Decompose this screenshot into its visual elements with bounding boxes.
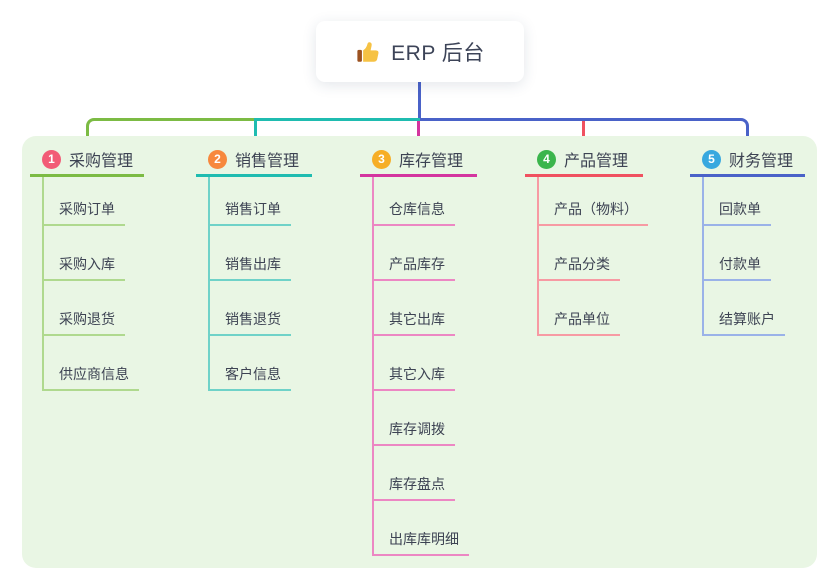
child-node-label: 采购订单	[59, 201, 115, 217]
child-node[interactable]: 库存盘点	[374, 446, 455, 501]
branch-heading[interactable]: 1 采购管理	[30, 149, 144, 177]
branches-panel	[22, 136, 817, 568]
branch-heading[interactable]: 5 财务管理	[690, 149, 805, 177]
branch-label: 产品管理	[564, 153, 629, 170]
branch-number-badge: 1	[42, 149, 61, 169]
thumbs-up-icon	[355, 39, 381, 65]
child-node[interactable]: 采购入库	[44, 226, 125, 281]
connector-drop-magenta	[417, 121, 420, 147]
branch-number-badge: 2	[208, 149, 227, 169]
child-node[interactable]: 销售出库	[210, 226, 291, 281]
child-node[interactable]: 产品单位	[539, 281, 620, 336]
branch-children: 采购订单 采购入库 采购退货 供应商信息	[42, 177, 144, 391]
branch-label: 库存管理	[399, 153, 464, 170]
branch-children: 销售订单 销售出库 销售退货 客户信息	[208, 177, 312, 391]
branch-number-badge: 5	[702, 149, 721, 169]
child-node-label: 仓库信息	[389, 201, 445, 217]
connector-teal	[254, 118, 420, 148]
root-node[interactable]: ERP 后台	[316, 21, 524, 82]
branch-inventory: 3 库存管理 仓库信息 产品库存 其它出库 其它入库 库存调拨 库存盘点 出库库…	[360, 149, 477, 556]
branch-label: 财务管理	[729, 153, 794, 170]
branch-product: 4 产品管理 产品（物料） 产品分类 产品单位	[525, 149, 648, 336]
child-node[interactable]: 客户信息	[210, 336, 291, 391]
child-node-label: 采购退货	[59, 311, 115, 327]
child-node-label: 库存盘点	[389, 476, 445, 492]
child-node[interactable]: 付款单	[704, 226, 771, 281]
child-node-label: 产品分类	[554, 256, 610, 272]
child-node-label: 供应商信息	[59, 366, 129, 382]
child-node-label: 结算账户	[719, 311, 775, 327]
branch-heading[interactable]: 2 销售管理	[196, 149, 312, 177]
child-node-label: 产品库存	[389, 256, 445, 272]
child-node[interactable]: 结算账户	[704, 281, 785, 336]
branch-heading[interactable]: 3 库存管理	[360, 149, 477, 177]
child-node[interactable]: 采购退货	[44, 281, 125, 336]
child-node-label: 产品（物料）	[554, 201, 638, 217]
branch-number-badge: 4	[537, 149, 556, 169]
child-node[interactable]: 销售退货	[210, 281, 291, 336]
root-node-label: ERP 后台	[391, 41, 485, 65]
child-node-label: 付款单	[719, 256, 761, 272]
child-node-label: 其它入库	[389, 366, 445, 382]
child-node[interactable]: 销售订单	[210, 177, 291, 226]
child-node-label: 回款单	[719, 201, 761, 217]
branch-children: 回款单 付款单 结算账户	[702, 177, 805, 336]
child-node-label: 出库库明细	[389, 531, 459, 547]
child-node-label: 采购入库	[59, 256, 115, 272]
connector-green	[86, 118, 254, 148]
child-node[interactable]: 供应商信息	[44, 336, 139, 391]
connector-blue	[420, 118, 749, 148]
branch-label: 采购管理	[69, 153, 134, 170]
child-node[interactable]: 其它入库	[374, 336, 455, 391]
branch-sales: 2 销售管理 销售订单 销售出库 销售退货 客户信息	[196, 149, 312, 391]
child-node[interactable]: 库存调拨	[374, 391, 455, 446]
branch-children: 产品（物料） 产品分类 产品单位	[537, 177, 648, 336]
child-node-label: 销售退货	[225, 311, 281, 327]
child-node[interactable]: 仓库信息	[374, 177, 455, 226]
branch-number-badge: 3	[372, 149, 391, 169]
child-node-label: 产品单位	[554, 311, 610, 327]
child-node-label: 客户信息	[225, 366, 281, 382]
child-node[interactable]: 产品（物料）	[539, 177, 648, 226]
connector-drop-red	[582, 121, 585, 147]
child-node[interactable]: 产品库存	[374, 226, 455, 281]
child-node[interactable]: 采购订单	[44, 177, 125, 226]
branch-finance: 5 财务管理 回款单 付款单 结算账户	[690, 149, 805, 336]
branch-children: 仓库信息 产品库存 其它出库 其它入库 库存调拨 库存盘点 出库库明细	[372, 177, 477, 556]
child-node[interactable]: 产品分类	[539, 226, 620, 281]
child-node[interactable]: 回款单	[704, 177, 771, 226]
child-node[interactable]: 出库库明细	[374, 501, 469, 556]
root-stem-line	[418, 81, 421, 119]
child-node-label: 销售出库	[225, 256, 281, 272]
child-node[interactable]: 其它出库	[374, 281, 455, 336]
child-node-label: 其它出库	[389, 311, 445, 327]
child-node-label: 库存调拨	[389, 421, 445, 437]
child-node-label: 销售订单	[225, 201, 281, 217]
branch-label: 销售管理	[235, 153, 300, 170]
branch-purchase: 1 采购管理 采购订单 采购入库 采购退货 供应商信息	[30, 149, 144, 391]
branch-heading[interactable]: 4 产品管理	[525, 149, 643, 177]
